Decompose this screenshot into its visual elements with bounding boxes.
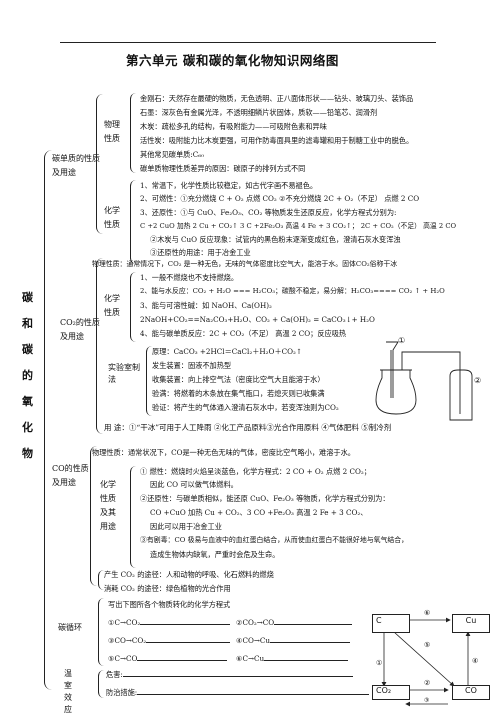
co-chemical-line: 造成生物体内缺氧，严重时会危及生命。 [150,550,280,559]
carbon-physical-line: 碳单质物理性质差异的原因：碳原子的排列方式不同 [140,164,306,173]
co2-chemical-line: 4、能与碳单质反应：2C + CO₂（不足） 高温 2 CO；反应吸热 [140,329,347,338]
cycle-prompt: 写出下图所各个物质转化的化学方程式 [108,600,231,609]
node-co: CO [452,685,490,700]
lab-apparatus [375,341,473,421]
delivery-tube [401,351,461,414]
arrow-label: ⑥ [424,608,431,617]
cycle-item: ②CO₂→CO [236,618,353,627]
outer-brace [44,150,53,690]
cycle-item: ①C→CO₂ [108,618,231,627]
gas-bottle [449,369,473,421]
flask [375,369,417,415]
co-brace [90,446,97,586]
co2-heading: CO₂的性质及用途 [60,318,100,341]
greenhouse-brace [98,670,104,698]
arrow-c-to-co [393,631,455,687]
co-chemical-line: ②还原性：与碳单质相似，能还原 CuO、Fe₂O₃ 等物质，化学方程式分别为： [140,494,390,503]
carbon-physical-line: 活性炭：吸附能力比木炭更强，可用作防毒面具里的滤毒罐和用于制糖工业中的脱色。 [140,136,414,145]
carbon-chemical-line: C +2 CuO 加热 2 Cu + CO₂↑ 3 C +2Fe₂O₃ 高温 4… [140,222,457,230]
long-neck-funnel [386,341,399,364]
co2-lab-label: 实验室制法 [108,363,140,384]
co-chemical-line: ③有剧毒：CO 极易与血液中的血红蛋白结合，从而使血红蛋白不能很好地与氧气结合， [140,536,409,544]
carbon-chemical-line: 3、还原性：①与 CuO、Fe₂O₃、CO₂ 等物质发生还原反应，化学方程式分别… [140,208,397,217]
node-cu: Cu [452,614,490,633]
apparatus-marker-2: ② [474,376,482,385]
co2-chemical-line: 3、能与可溶性碱：如 NaOH、Ca(OH)₂ [140,301,272,310]
answer-blank[interactable] [146,642,231,643]
co2-lab-brace [146,346,152,416]
co2-lab-line: 发生装置：固液不加热型 [152,361,232,370]
carbon-chemical-brace [130,180,136,264]
co2-lab-line: 原理：CaCO₃ +2HCl＝CaCl₂＋H₂O＋CO₂↑ [152,347,302,356]
co-chemical-label: 化学性质及其用途 [100,480,116,531]
cycle-heading: 碳循环 [58,623,82,632]
co2-uses: 用 途：①“干冰”可用于人工降雨 ②化工产品原料③光合作用原料 ④气体肥料 ⑤制… [104,423,392,432]
greenhouse-harm: 危害: [106,670,353,679]
co-heading: CO的性质及用途 [52,464,89,487]
greenhouse-prevention: 防治措施: [106,688,370,697]
cycle-item: ③CO→CO₂ [108,636,231,645]
carbon-chemical-line: ②木炭与 CuO 反应现象：试管内的黑色粉末逐渐变成红色，澄清石灰水变浑浊 [150,235,401,244]
carbon-heading: 碳单质的性质及用途 [52,154,100,177]
answer-blank[interactable] [274,624,353,625]
arrow-label: ④ [472,656,479,665]
co-chemical-line: 因此 CO 可以做气体燃料。 [150,480,238,489]
arrow-label: ① [376,658,383,667]
carbon-physical-line: 石墨：深灰色有金属光泽，不透明细鳞片状固体，质软——铅笔芯、润滑剂 [140,108,378,117]
carbon-brace [96,94,103,234]
cycle-item: ⑤C→CO [108,654,228,663]
arrow-label: ③ [424,697,430,704]
answer-blank[interactable] [270,642,350,643]
greenhouse-heading: 温室效应 [64,669,80,714]
harm-blank[interactable] [122,676,353,677]
node-co2: CO₂ [372,685,410,700]
apparatus-marker-1: ① [398,336,406,345]
co-chemical-line: CO +CuO 加热 Cu + CO₂、3 CO +Fe₂O₃ 高温 2 Fe … [150,508,368,517]
co2-chemical-label: 化学性质 [104,294,120,317]
co2-physical: 物理性质：通常情况下，CO₂ 是一种无色，无味的气体密度比空气大，能溶于水。固体… [92,260,398,268]
answer-blank[interactable] [140,624,231,625]
arrow-label: ⑤ [424,640,431,649]
carbon-physical-brace [130,93,136,173]
top-rule [60,42,436,43]
co2-lab-line: 验满：将燃着的木条放在集气瓶口，若熄灭则已收集满 [152,389,325,398]
co2-chemical-brace [130,272,136,342]
cycle-brace [98,570,104,590]
arrow-label: ② [424,678,431,687]
side-title: 碳和碳的氧化物 [22,291,33,460]
cycle-items-brace [98,598,104,666]
cycle-item: ⑥C→Cu [236,654,349,663]
co-chemical-brace [130,466,136,568]
co-physical: 物理性质：通常状况下，CO是一种无色无味的气体，密度比空气略小，难溶于水。 [92,448,355,457]
co2-chemical-line: 1、一般不燃烧也不支持燃烧。 [140,273,239,282]
cycle-line: 消耗 CO₂ 的途径：绿色植物的光合作用 [104,584,231,593]
prevention-blank[interactable] [137,694,370,695]
carbon-chemical-line: ③还原性的用途：用于冶金工业 [150,248,251,257]
carbon-chemical-line: 1、常温下，化学性质比较稳定，如古代字画不易褪色。 [140,181,318,190]
answer-blank[interactable] [137,660,228,661]
page-title: 第六单元 碳和碳的氧化物知识网络图 [126,53,339,68]
node-c: C [372,614,410,633]
co2-lab-line: 收集装置：向上排空气法（密度比空气大且能溶于水） [152,375,325,384]
carbon-physical-line: 其他常见碳单质:C₆₀ [140,150,204,159]
co2-chemical-line: 2NaOH+CO₂==Na₂CO₃+H₂O、CO₂ + Ca(OH)₂ = Ca… [140,315,375,324]
carbon-chemical-label: 化学性质 [104,206,120,229]
co2-lab-line: 验证：将产生的气体通入澄清石灰水中，若变浑浊则为CO₂ [152,403,339,412]
answer-blank[interactable] [264,660,349,661]
carbon-chemical-line: 2、可燃性：①充分燃烧 C + O₂ 点燃 CO₂ ②不充分燃烧 2C + O₂… [140,194,420,203]
co-chemical-line: ① 燃性：燃烧时火焰呈淡蓝色，化学方程式：2 CO + O₂ 点燃 2 CO₂； [140,467,371,476]
carbon-physical-line: 木炭：疏松多孔的结构，有吸附能力——可吸附色素和异味 [140,122,327,131]
cycle-line: 产生 CO₂ 的途径：人和动物的呼吸、化石燃料的燃烧 [104,570,274,579]
carbon-physical-line: 金刚石：天然存在最硬的物质，无色透明、正八面体形状——钻头、玻璃刀头、装饰品 [140,94,414,103]
co2-chemical-line: 2、能与水反应：CO₂ + H₂O === H₂CO₃；碳酸不稳定，易分解：H₂… [140,287,445,295]
co-chemical-line: 因此可以用于冶金工业 [150,522,222,531]
carbon-physical-label: 物理性质 [104,120,120,143]
co2-brace [96,258,103,434]
cycle-item: ④CO→Cu [236,636,350,645]
